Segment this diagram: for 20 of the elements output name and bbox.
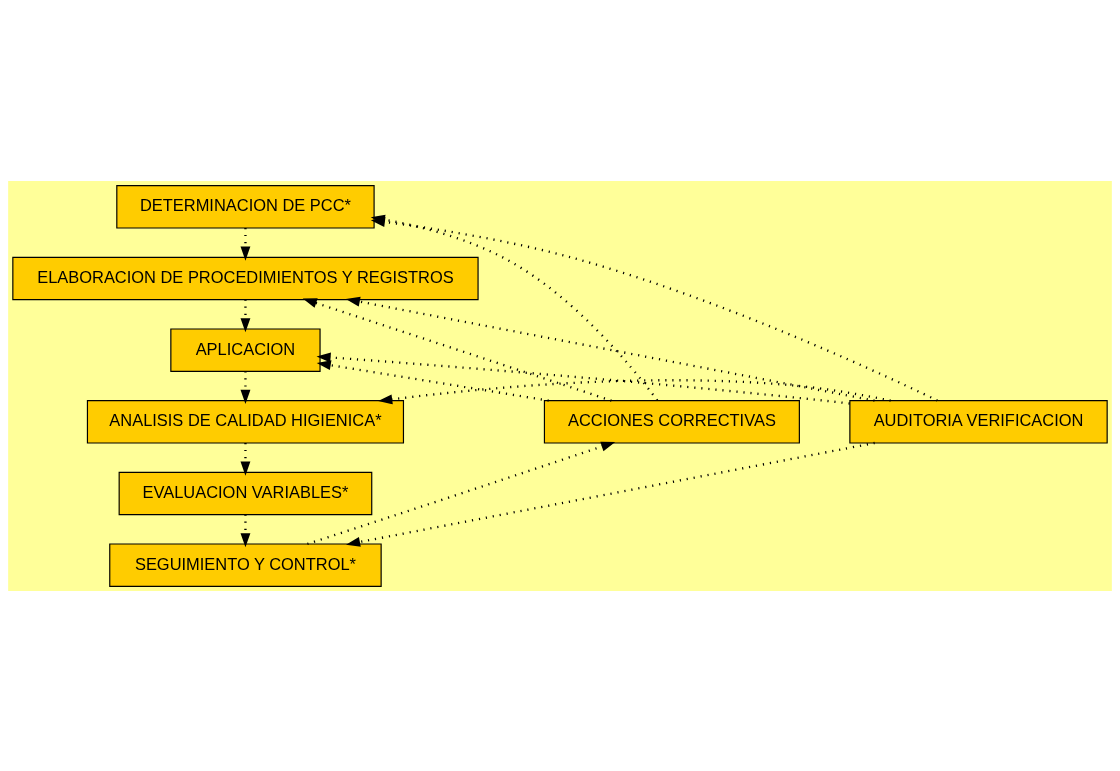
arrow bbox=[302, 297, 612, 402]
node-box: AUDITORIA VERIFICACION bbox=[849, 399, 1108, 444]
arrow bbox=[307, 441, 616, 545]
arrow bbox=[240, 299, 251, 332]
arrow bbox=[378, 378, 891, 404]
arrow bbox=[345, 296, 875, 402]
node-box: ELABORACION DE PROCEDIMIENTOS Y REGISTROS bbox=[12, 256, 479, 300]
node-box: APLICACION bbox=[170, 327, 321, 372]
arrow bbox=[240, 227, 251, 261]
node-box: DETERMINACION DE PCC* bbox=[116, 184, 375, 229]
node-box: ANALISIS DE CALIDAD HIGIENICA* bbox=[86, 399, 405, 444]
arrow bbox=[240, 514, 251, 547]
node-box: SEGUIMIENTO Y CONTROL* bbox=[109, 542, 382, 587]
arrow bbox=[240, 370, 251, 404]
node-box: EVALUACION VARIABLES* bbox=[118, 471, 373, 515]
node-box: ACCIONES CORRECTIVAS bbox=[543, 399, 800, 444]
arrow bbox=[316, 359, 549, 402]
arrow bbox=[240, 442, 251, 476]
arrow bbox=[345, 441, 875, 547]
arrow bbox=[316, 352, 850, 405]
